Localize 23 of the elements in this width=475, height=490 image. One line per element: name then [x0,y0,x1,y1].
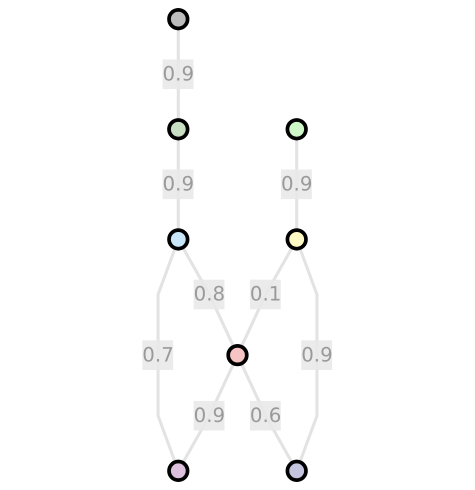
node-circle [167,8,190,30]
connector [156,248,177,463]
edge-label: 0.1 [250,282,282,306]
node-circle [286,228,308,251]
edge-label: 0.9 [194,403,226,427]
connector [240,246,294,348]
edge-label: 0.7 [142,342,174,366]
edge-label: 0.8 [194,282,226,306]
edge-label: 0.9 [280,172,312,196]
node-circle [286,118,308,140]
node-circle [226,344,249,366]
connector [182,246,235,348]
edge-label: 0.9 [162,172,194,196]
connector [182,362,235,464]
node-circle [167,460,190,482]
edge-label: 0.6 [250,403,282,427]
edge-label: 0.9 [162,62,194,86]
connector [298,248,318,463]
node-circle [286,460,308,482]
connector [240,362,294,464]
node-circle [167,228,190,251]
edge-label: 0.9 [301,342,333,366]
node-circle [167,118,190,140]
